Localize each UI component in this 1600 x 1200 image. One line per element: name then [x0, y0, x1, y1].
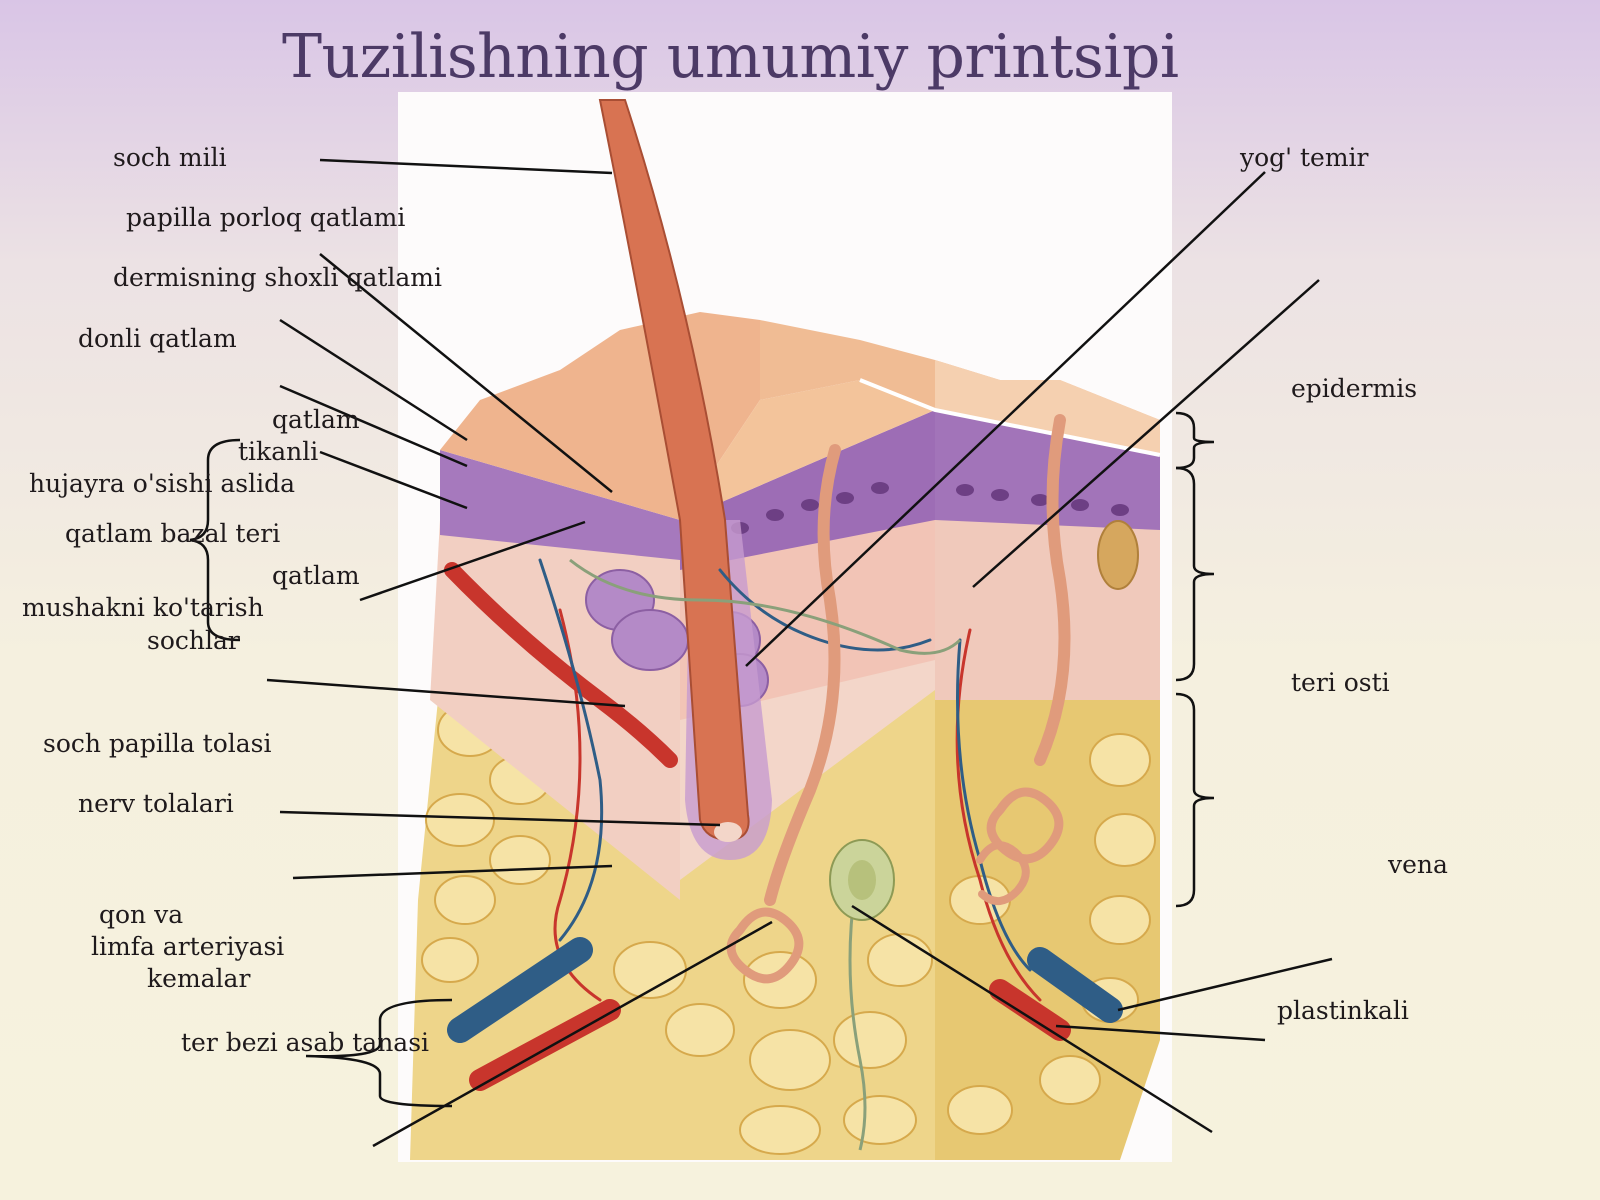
- label-kemalar: kemalar: [147, 964, 251, 993]
- label-yog-temir: yog' temir: [1240, 143, 1369, 172]
- label-nerv-tolalari: nerv tolalari: [78, 789, 234, 818]
- label-plastinkali: plastinkali: [1277, 996, 1409, 1025]
- label-epidermis: epidermis: [1291, 374, 1418, 403]
- label-tikanli: tikanli: [238, 437, 319, 466]
- label-mushakni-kotarish: mushakni ko'tarish: [22, 593, 264, 622]
- hair-follicle: [598, 99, 772, 860]
- label-qon-va: qon va: [99, 900, 184, 929]
- label-ter-bezi-asab-tanasi: ter bezi asab tanasi: [181, 1028, 430, 1057]
- skin-cross-section-figure: [398, 92, 1172, 1162]
- label-teri-osti: teri osti: [1291, 668, 1390, 697]
- skin-cross-section-illustration: [410, 99, 1161, 1160]
- label-donli-qatlam: donli qatlam: [78, 324, 237, 353]
- label-papilla-porloq-qatlami: papilla porloq qatlami: [126, 203, 406, 232]
- label-limfa-arteriyasi: limfa arteriyasi: [91, 932, 285, 961]
- label-qatlam-upper: qatlam: [272, 405, 360, 434]
- label-qatlam-lower: qatlam: [272, 561, 360, 590]
- nerve-ending: [1097, 520, 1139, 590]
- slide-title: Tuzilishning umumiy printsipi: [282, 22, 1179, 92]
- label-soch-papilla-tolasi: soch papilla tolasi: [43, 729, 272, 758]
- label-dermisning-shoxli-qatlami: dermisning shoxli qatlami: [113, 263, 443, 292]
- label-sochlar: sochlar: [147, 626, 240, 655]
- label-hujayra-osishi-aslida: hujayra o'sishi aslida: [29, 469, 296, 498]
- label-vena: vena: [1388, 850, 1448, 879]
- label-soch-mili: soch mili: [113, 143, 227, 172]
- lamellar-corpuscle: [829, 839, 895, 921]
- label-qatlam-bazal-teri: qatlam bazal teri: [65, 519, 281, 548]
